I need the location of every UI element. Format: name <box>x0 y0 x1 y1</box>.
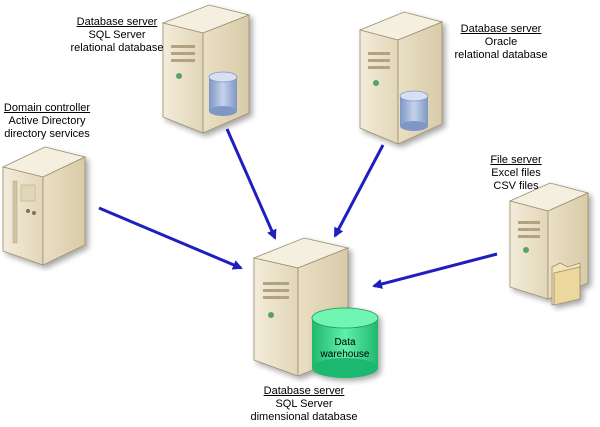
node-line: relational database <box>70 42 164 54</box>
node-line: dimensional database <box>250 411 358 423</box>
node-line: CSV files <box>493 180 539 192</box>
data-warehouse-cylinder-icon: Data warehouse <box>311 307 379 378</box>
node-line: Oracle <box>484 36 518 48</box>
sql-relational-server-label: Database server SQL Server relational da… <box>62 16 172 55</box>
folder-icon <box>551 262 581 306</box>
server-icon <box>1 146 87 266</box>
flow-arrows <box>98 128 498 289</box>
node-title: Database server <box>460 23 542 35</box>
node-line: Active Directory <box>8 115 86 127</box>
node-title: File server <box>490 154 542 166</box>
arrow-file-to-warehouse <box>372 252 498 289</box>
data-warehouse-label-line2: warehouse <box>320 349 370 360</box>
node-line: directory services <box>4 128 90 140</box>
node-line: Excel files <box>491 167 541 179</box>
node-line: SQL Server <box>88 29 146 41</box>
file-server-label: File server Excel files CSV files <box>476 154 556 193</box>
domain-controller-label: Domain controller Active Directory direc… <box>0 102 94 141</box>
oracle-server-label: Database server Oracle relational databa… <box>446 23 556 62</box>
warehouse-server-label: Database server SQL Server dimensional d… <box>244 385 364 424</box>
database-server-icon <box>358 11 444 145</box>
database-cylinder-icon <box>208 71 238 116</box>
node-title: Database server <box>76 16 158 28</box>
data-warehouse-label-line1: Data <box>334 337 356 348</box>
node-title: Database server <box>263 385 345 397</box>
arrow-domain-to-warehouse <box>98 206 243 270</box>
arrow-oracle-to-warehouse <box>333 144 385 238</box>
database-cylinder-icon <box>399 90 429 131</box>
arrow-sql-to-warehouse <box>225 128 277 240</box>
node-line: relational database <box>454 49 548 61</box>
node-line: SQL Server <box>275 398 333 410</box>
file-server-icon <box>508 182 590 306</box>
node-title: Domain controller <box>3 102 91 114</box>
database-server-icon <box>161 4 251 134</box>
